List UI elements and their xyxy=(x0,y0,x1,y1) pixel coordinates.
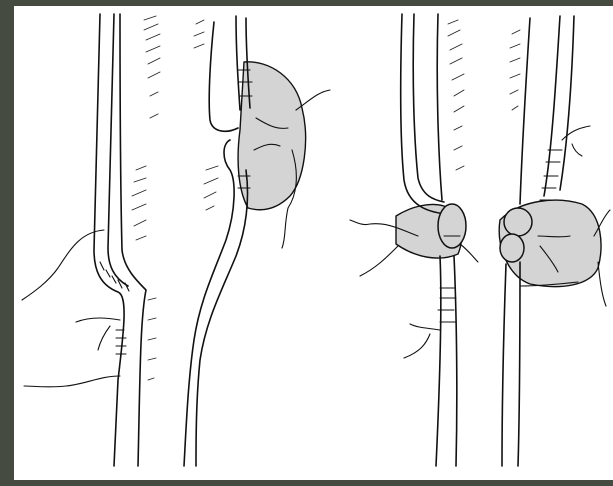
panel-4-knot-lower xyxy=(500,234,524,262)
panel-3-knot xyxy=(438,204,466,248)
panel-2-tube-right xyxy=(196,16,248,466)
panel-1-inner-left-wall xyxy=(108,14,128,286)
panel-3-tube-left xyxy=(401,14,446,214)
panel-4-sutures xyxy=(540,150,562,200)
panel-3-strand-right xyxy=(460,244,478,262)
panel-4-knot xyxy=(504,208,532,236)
panel-1-strand-mid xyxy=(76,318,120,350)
panel-1-strand-low xyxy=(24,376,120,387)
panel-1-vessel-repair xyxy=(22,14,160,466)
panel-1-inner-right-wall xyxy=(120,14,146,466)
panel-2-hatching xyxy=(194,20,218,210)
panel-2-tube-left xyxy=(184,22,238,466)
panel-4-tube-far-right xyxy=(560,16,574,190)
panel-4-ligation xyxy=(499,16,610,466)
panel-2-mass xyxy=(184,16,330,466)
panel-4-hatching xyxy=(510,30,520,110)
panel-3-strand-low xyxy=(404,324,440,358)
panel-3-hatching xyxy=(448,20,464,170)
panel-1-strand-top xyxy=(22,230,104,300)
panel-3-ligation xyxy=(350,14,478,466)
panel-1-hatching xyxy=(132,16,160,380)
